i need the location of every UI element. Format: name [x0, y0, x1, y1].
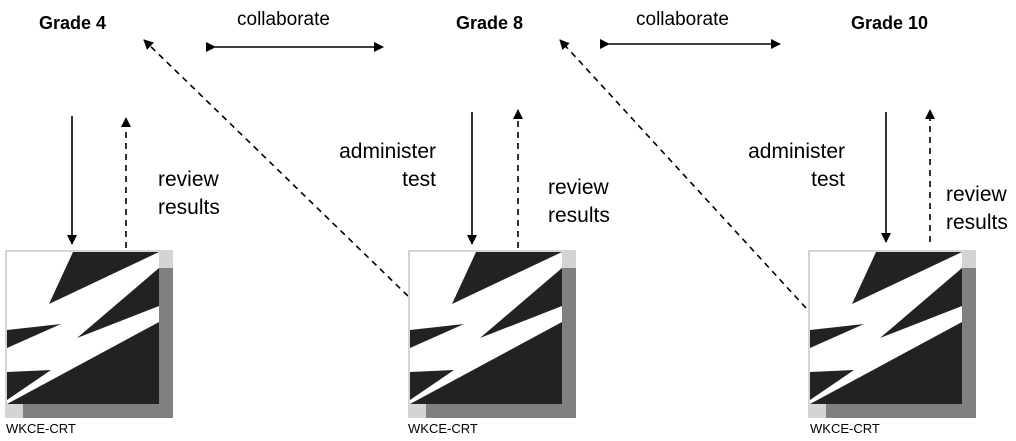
- administer-test-label-grade-10: administer test: [735, 138, 845, 194]
- review-results-label-grade-4: review results: [158, 166, 220, 222]
- administer-word: administer: [748, 140, 845, 163]
- lightning-bolt-logo-icon: [408, 250, 576, 418]
- review-word: review: [946, 183, 1007, 206]
- results-word: results: [548, 204, 610, 227]
- administer-test-label-grade-8: administer test: [326, 138, 436, 194]
- wkce-crt-caption-grade-4: WKCE-CRT: [6, 421, 76, 436]
- review-word: review: [548, 176, 609, 199]
- wkce-crt-caption-grade-8: WKCE-CRT: [408, 421, 478, 436]
- grade-4-label: Grade 4: [39, 13, 107, 33]
- lightning-bolt-logo-icon: [5, 250, 173, 418]
- diagonal-connector-2: [559, 39, 807, 309]
- collaborate-label-1: collaborate: [237, 9, 330, 30]
- results-word: results: [158, 196, 220, 219]
- test-word: test: [811, 168, 845, 191]
- review-word: review: [158, 168, 219, 191]
- lightning-bolt-logo-icon: [808, 250, 976, 418]
- collaborate-label-2: collaborate: [636, 9, 729, 30]
- grade-8-label: Grade 8: [456, 13, 524, 33]
- review-results-label-grade-10: review results: [946, 181, 1008, 237]
- results-word: results: [946, 211, 1008, 234]
- review-results-label-grade-8: review results: [548, 174, 610, 230]
- test-word: test: [402, 168, 436, 191]
- grade-10-label: Grade 10: [851, 13, 929, 33]
- wkce-crt-caption-grade-10: WKCE-CRT: [810, 421, 880, 436]
- administer-word: administer: [339, 140, 436, 163]
